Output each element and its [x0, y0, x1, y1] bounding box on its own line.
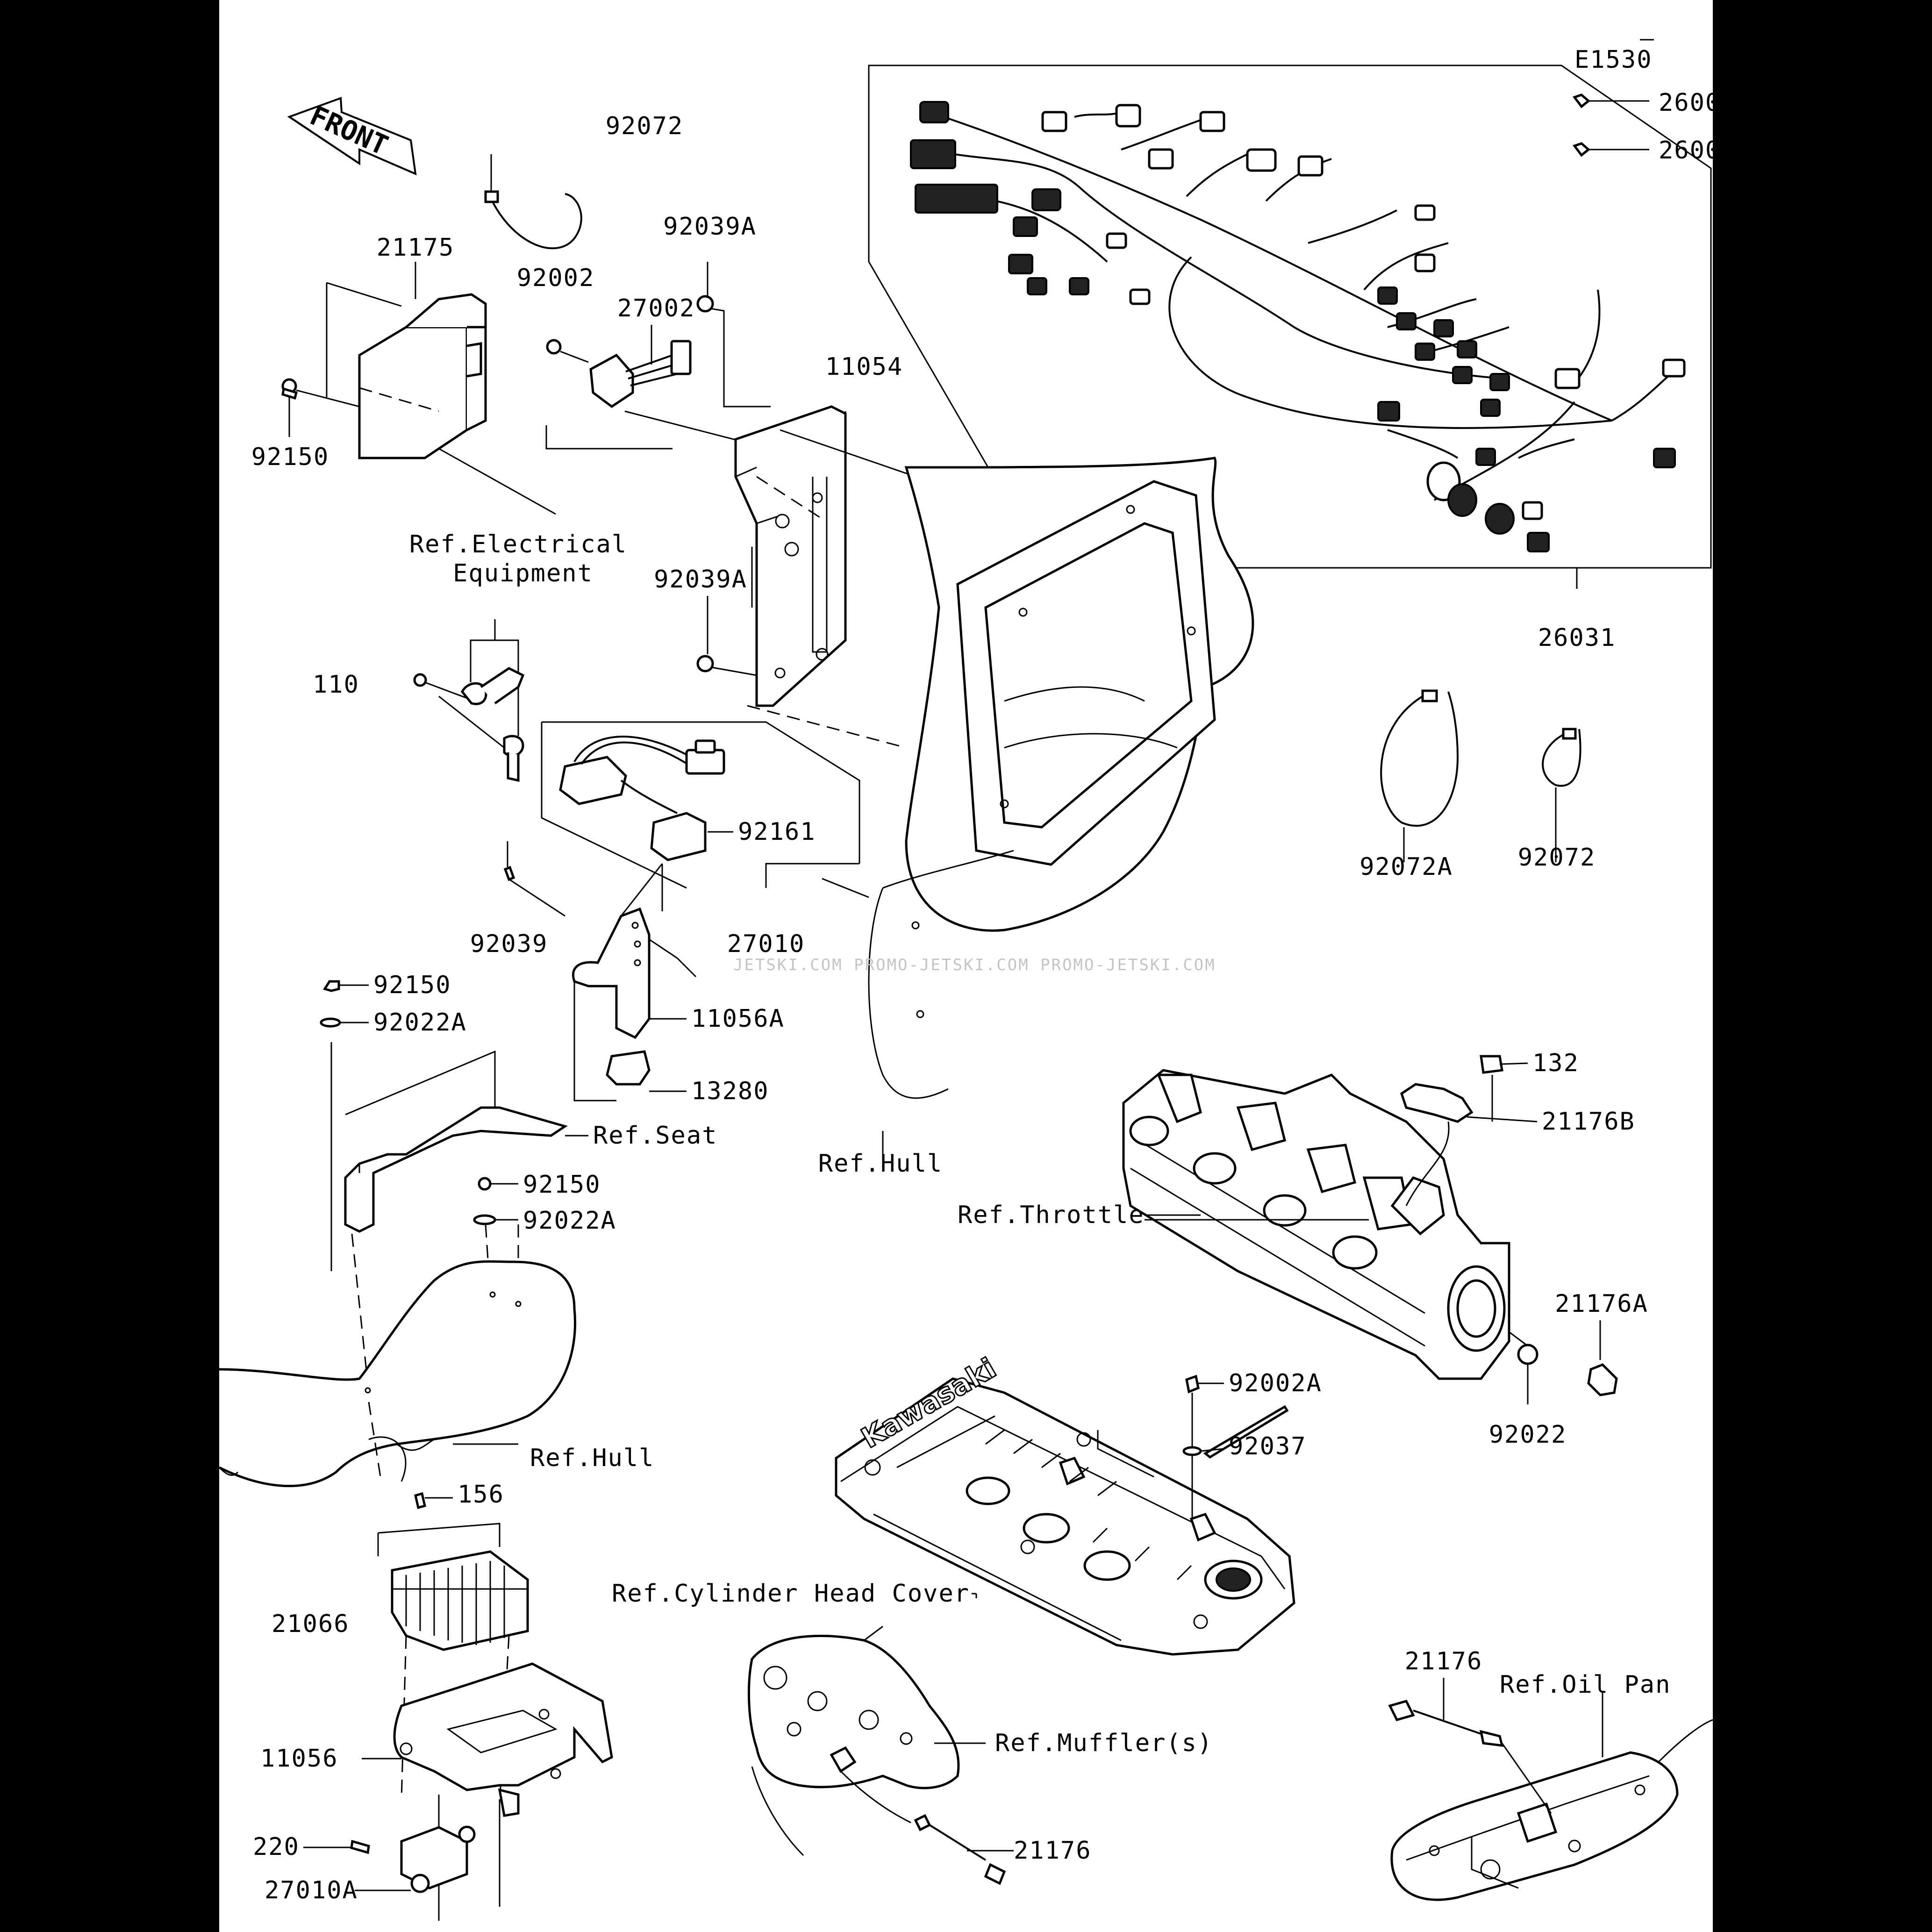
part-26006-a-label: 26006 [1659, 89, 1737, 117]
front-arrow-icon: FRONT [287, 97, 417, 176]
lower-hull [219, 1260, 576, 1488]
part-92072A-label: 92072A [1360, 853, 1453, 881]
ref-electrical-label-line1: Ref.Electrical [409, 530, 628, 558]
ref-seat-label: Ref.Seat [593, 1122, 718, 1150]
bracket-11054 [545, 262, 1080, 749]
part-92022A-a-label: 92022A [373, 1009, 467, 1037]
part-92072-right-label: 92072 [1517, 844, 1596, 872]
ref-cylinder-head-cover-label: Ref.Cylinder Head Cover [612, 1580, 970, 1608]
part-132-label: 132 [1532, 1049, 1579, 1077]
diagram-sheet: FRONT [219, 0, 1736, 1932]
part-21176-b-label: 21176 [1014, 1837, 1092, 1865]
part-92037-label: 92037 [1229, 1432, 1307, 1460]
ref-electrical-label-line2: Equipment [453, 559, 593, 587]
part-92002A-label: 92002A [1229, 1369, 1322, 1397]
muffler [747, 1625, 1014, 1885]
ref-throttle-label: Ref.Throttle [958, 1201, 1145, 1229]
part-92002-label: 92002 [516, 264, 595, 292]
clamp-92072-top [484, 154, 582, 250]
diagram-artwork: FRONT [219, 39, 1713, 1921]
seat-bracket [320, 980, 588, 1393]
part-21176-a-label: 21176 [1404, 1647, 1483, 1675]
ref-hull-upper-label: Ref.Hull [818, 1150, 943, 1178]
part-92022A-b-label: 92022A [523, 1207, 616, 1235]
part-92039A-top-label: 92039A [663, 213, 757, 241]
part-92022-label: 92022 [1488, 1421, 1567, 1449]
part-13280-label: 13280 [691, 1077, 769, 1105]
oil-pan [1388, 1678, 1713, 1901]
part-26006-b-label: 26006 [1659, 136, 1737, 165]
part-11056-label: 11056 [260, 1745, 338, 1773]
wiring-harness-26031 [868, 39, 1712, 589]
regulator-assembly [303, 1492, 613, 1921]
part-92161-label: 92161 [738, 818, 816, 846]
part-11054-label: 11054 [825, 353, 903, 381]
part-220-label: 220 [253, 1833, 300, 1861]
part-11056A-label: 11056A [691, 1005, 785, 1033]
watermark-text: JETSKI.COM PROMO-JETSKI.COM PROMO-JETSKI… [733, 956, 1216, 974]
part-92150-a-label: 92150 [373, 971, 451, 999]
part-21175-label: 21175 [376, 234, 455, 262]
upper-hull [868, 457, 1254, 1164]
part-27010A-label: 27010A [265, 1876, 358, 1904]
bracket-11056a [503, 841, 697, 1102]
part-92150-b-label: 92150 [523, 1171, 601, 1199]
front-label: FRONT [305, 100, 393, 162]
ref-hull-lower-label: Ref.Hull [530, 1444, 655, 1472]
part-92039-label: 92039 [470, 930, 548, 958]
part-21176A-label: 21176A [1555, 1290, 1648, 1318]
throttle-body [1122, 1055, 1618, 1404]
part-21176B-label: 21176B [1542, 1108, 1635, 1136]
clamps-right [1380, 689, 1581, 862]
relay-assembly-27010 [413, 619, 869, 898]
part-26031-label: 26031 [1538, 624, 1616, 652]
part-110-label: 110 [313, 671, 359, 699]
cylinder-head-cover: Kawasaki [835, 1351, 1295, 1656]
diagram-id: E1530 [1574, 46, 1653, 74]
part-27010-label: 27010 [727, 930, 805, 958]
ref-mufflers-label: Ref.Muffler(s) [995, 1729, 1213, 1757]
part-21066-label: 21066 [272, 1610, 350, 1638]
part-156-label: 156 [458, 1481, 504, 1509]
part-92072-top-label: 92072 [605, 112, 684, 140]
ref-oil-pan-label: Ref.Oil Pan [1500, 1671, 1671, 1699]
part-27002-label: 27002 [617, 294, 695, 322]
part-92039A-mid-label: 92039A [654, 565, 747, 594]
part-92150-top-label: 92150 [251, 443, 329, 471]
ecu-21175 [281, 262, 556, 515]
